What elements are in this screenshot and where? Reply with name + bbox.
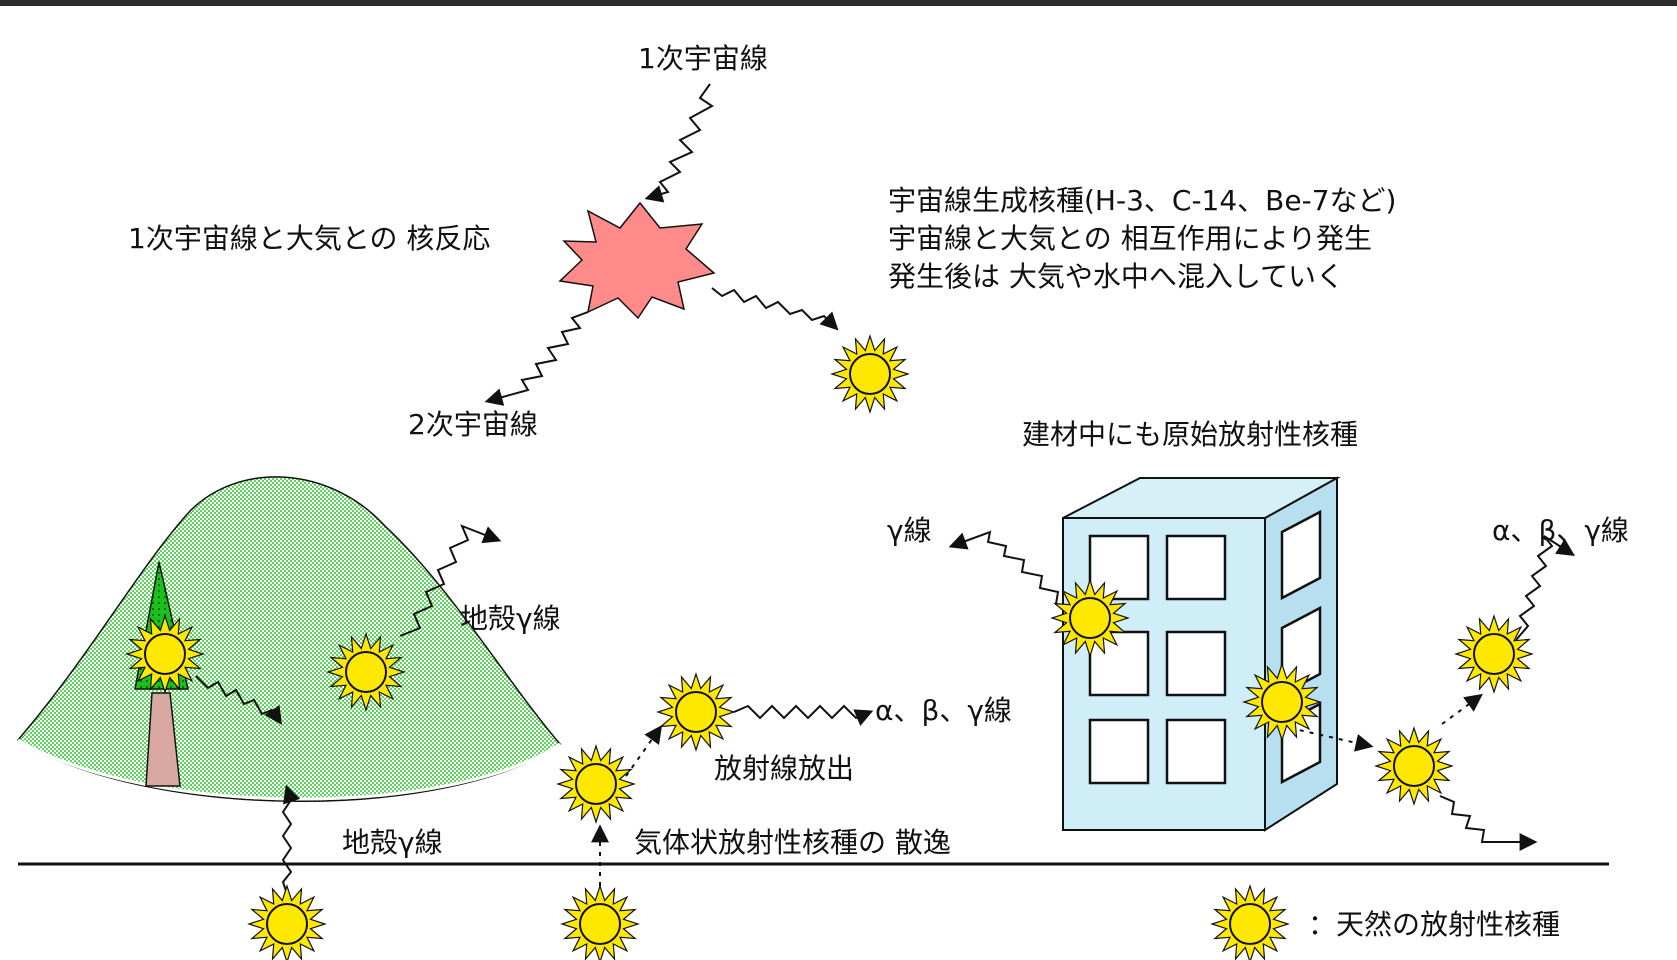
sun-icon: [556, 744, 636, 824]
natural-radiation-diagram: 1次宇宙線 1次宇宙線と大気との 核反応 2次宇宙線 宇宙線生成核種(H-3、C…: [16, 42, 1629, 960]
sun-icon: [560, 884, 640, 960]
legend-text: ：天然の放射性核種: [1308, 908, 1560, 941]
sun-core: [1473, 633, 1515, 675]
starburst-icon: [558, 201, 716, 320]
primary-ray-path: [644, 83, 714, 203]
sun-core: [1229, 903, 1271, 945]
mountain-icon: [16, 476, 562, 802]
sun-core: [345, 651, 387, 693]
sun-core: [579, 903, 621, 945]
sun-icon: [247, 884, 327, 960]
sun-icon: [1374, 726, 1454, 806]
building-gamma-path: [948, 530, 1071, 611]
sun-core: [266, 903, 308, 945]
cosmogenic-line2: 宇宙線と大気との 相互作用により発生: [888, 222, 1372, 255]
cosmogenic-path: [711, 287, 839, 331]
radiation-emission-label: 放射線放出: [714, 752, 854, 785]
outdoor-rise-path: [1441, 693, 1483, 725]
legend-sun-icon: [1210, 884, 1290, 960]
building-icon: [1062, 476, 1341, 832]
primary-cosmic-ray-label: 1次宇宙線: [638, 42, 768, 75]
cosmogenic-line1: 宇宙線生成核種(H-3、C-14、Be-7など): [888, 184, 1396, 217]
building-material-label: 建材中にも原始放射性核種: [1022, 418, 1358, 451]
building-exit-path: [1289, 727, 1374, 752]
abg-right-path: [1515, 535, 1576, 641]
gas-dispersion-label: 気体状放射性核種の 散逸: [634, 826, 951, 859]
sun-core: [575, 763, 617, 805]
sun-icon: [326, 632, 406, 712]
ground-gamma-path: [281, 784, 301, 895]
sun-core: [1261, 681, 1303, 723]
gas-hop-path: [625, 725, 663, 777]
sun-icon: [1454, 614, 1534, 694]
terrestrial-gamma-upper-label: 地殻γ線: [460, 602, 561, 635]
tree-nuclide-path: [195, 675, 282, 725]
abg-middle-label: α、β、γ線: [875, 694, 1012, 727]
secondary-ray-path: [484, 311, 589, 406]
terrestrial-gamma-lower-label: 地殻γ線: [342, 826, 443, 859]
outdoor-down-path: [1439, 795, 1538, 851]
sun-core: [849, 353, 891, 395]
sun-icon: [656, 672, 736, 752]
sun-core: [1069, 597, 1111, 639]
secondary-cosmic-ray-label: 2次宇宙線: [408, 408, 538, 441]
sun-icon: [830, 334, 910, 414]
sun-core: [675, 691, 717, 733]
abg-right-label: α、β、γ線: [1492, 514, 1629, 547]
sun-core: [144, 633, 186, 675]
sun-icon: [125, 614, 205, 694]
sun-icon: [1050, 578, 1130, 658]
sun-icon: [1242, 662, 1322, 742]
hill-gamma-path: [399, 524, 502, 637]
abg-middle-path: [733, 704, 874, 726]
sun-core: [1393, 745, 1435, 787]
nuclide-icons: [125, 334, 1534, 960]
diagram-frame: 1次宇宙線 1次宇宙線と大気との 核反応 2次宇宙線 宇宙線生成核種(H-3、C…: [0, 6, 1677, 960]
gamma-left-label: γ線: [887, 514, 932, 547]
nuclear-reaction-label: 1次宇宙線と大気との 核反応: [128, 222, 490, 255]
cosmogenic-line3: 発生後は 大気や水中へ混入していく: [888, 260, 1344, 293]
